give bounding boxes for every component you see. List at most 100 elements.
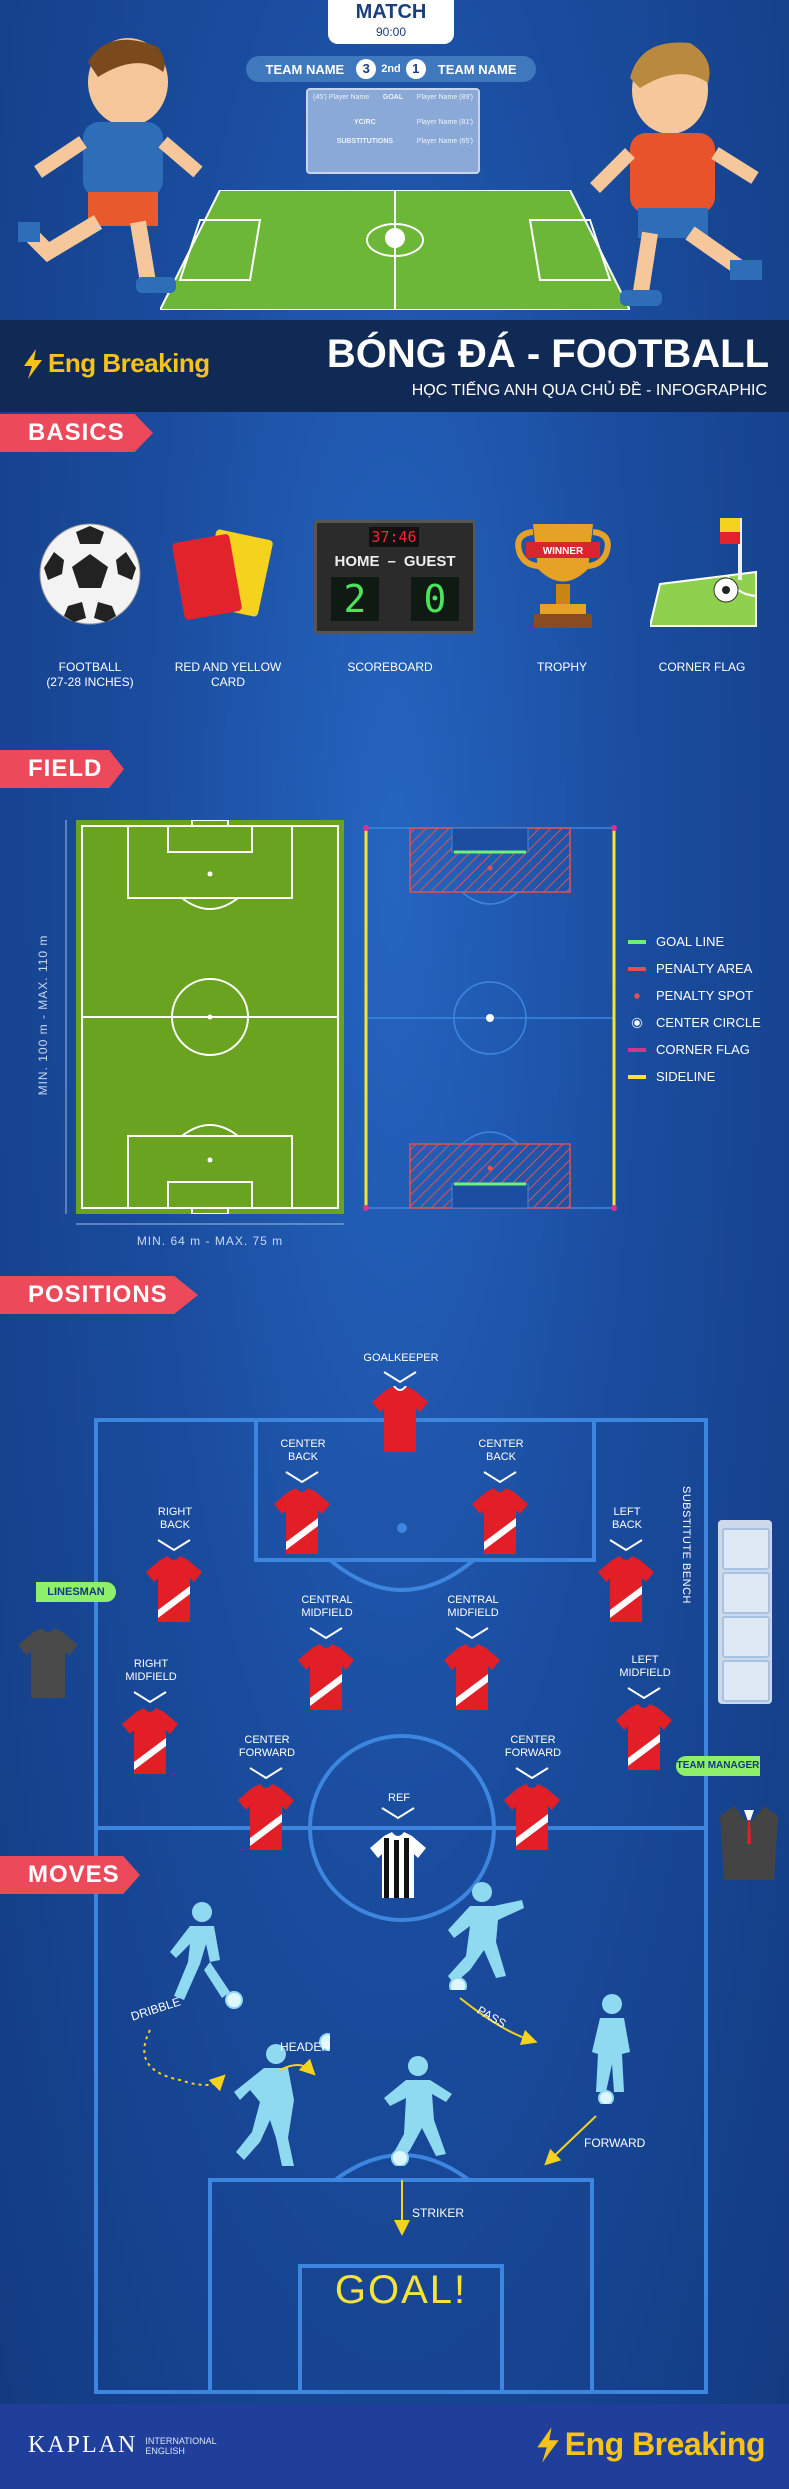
legend-swatch-center-circle [628,1016,646,1029]
kaplan-logo: KAPLAN INTERNATIONAL ENGLISH [28,2432,217,2458]
schematic-pitch-diagram [363,825,617,1211]
scoreboard-home: HOME [334,553,380,570]
bench-seat [722,1616,770,1658]
legend-swatch-goal-line [628,939,646,944]
header-area: MATCH 90:00 TEAM NAME 3 2nd 1 TEAM NAME … [0,0,789,320]
legend-swatch-corner-flag [628,1047,646,1052]
bench-seat [722,1660,770,1702]
ref-chevron [381,1807,415,1820]
footer: KAPLAN INTERNATIONAL ENGLISH Eng Breakin… [0,2404,789,2489]
center-back-left-shirt-icon [274,1488,330,1554]
bolt-icon [24,348,42,379]
positions-tag: POSITIONS [0,1276,198,1314]
team-manager-jacket-icon [720,1806,778,1880]
goalkeeper-chevron [383,1371,417,1384]
kaplan-sub: INTERNATIONAL ENGLISH [145,2435,217,2456]
event-board: (45') Player Name GOAL Player Name (89')… [306,88,480,174]
match-label: MATCH [355,1,427,23]
left-midfield-chevron [627,1687,661,1700]
right-back-chevron [157,1539,191,1552]
substitute-bench-label: SUBSTITUTE BENCH [680,1485,692,1604]
score-right: 1 [405,59,426,79]
legend-sideline: SIDELINE [628,1069,715,1084]
team-manager-badge: TEAM MANAGER [676,1756,760,1776]
basics-scoreboard-label: SCOREBOARD [347,660,433,674]
trophy-icon [515,524,611,628]
player-right-illustration [590,42,762,306]
legend-swatch-sideline [628,1074,646,1079]
header-label: HEADER [280,2040,331,2054]
goal-text: GOAL! [334,2268,468,2312]
legend-penalty-spot: PENALTY SPOT [628,988,753,1003]
ref-shirt-icon [370,1832,426,1898]
goalkeeper-shirt-icon [372,1386,428,1452]
board-row2-right: Player Name (81') [416,119,473,126]
center-forward-right-shirt-icon [504,1784,560,1850]
striker-player-silhouette [384,2056,452,2166]
central-midfield-right-shirt-icon [444,1644,500,1710]
score-left: 3 [356,59,377,79]
left-back-shirt-icon [598,1556,654,1622]
legend-goal-line: GOAL LINE [628,934,724,949]
legend-swatch-penalty-spot [628,992,646,999]
basics-card-label: RED AND YELLOW CARD [174,660,282,689]
board-row3-right: Player Name (65') [416,138,473,145]
green-pitch-diagram [76,820,344,1214]
center-forward-left-shirt-icon [238,1784,294,1850]
brand-banner: Eng Breaking BÓNG ĐÁ - FOOTBALL HỌC TIẾN… [0,320,789,412]
central-midfield-left-shirt-icon [298,1644,354,1710]
dribble-player-silhouette [170,1902,243,2009]
basics-cornerflag-label: CORNER FLAG [658,660,746,674]
center-back-right-chevron [483,1471,517,1484]
forward-label: FORWARD [584,2136,646,2150]
player-left-illustration [18,38,203,293]
center-back-left-chevron [285,1471,319,1484]
field-tag: FIELD [0,750,124,788]
right-midfield-shirt-icon [122,1708,178,1774]
scoreboard-clock: 37:46 [369,527,419,547]
left-midfield-shirt-icon [616,1704,672,1770]
bench-seat [722,1528,770,1570]
bench-seat [722,1572,770,1614]
page-title: BÓNG ĐÁ - FOOTBALL [326,332,769,376]
goalkeeper-label: GOALKEEPER [363,1352,439,1364]
header-pitch [160,190,630,310]
central-midfield-right-chevron [455,1627,489,1640]
linesman-shirt-icon [18,1628,78,1698]
striker-label: STRIKER [412,2206,465,2220]
scoreboard-home-score: 2 [331,577,379,621]
center-back-right-shirt-icon [472,1488,528,1554]
basics-trophy-label: TROPHY [536,660,587,674]
forward-player-silhouette [592,1994,630,2104]
center-forward-left-chevron [249,1767,283,1780]
red-yellow-card-icon [172,529,273,620]
score-bar: TEAM NAME 3 2nd 1 TEAM NAME [246,56,536,82]
scoreboard-dash: – [387,553,396,570]
team-right-name: TEAM NAME [437,61,517,77]
basics-tag: BASICS [0,414,153,452]
field-rulers [65,820,344,1225]
scoreboard-icon: 37:46 HOME – GUEST 2 0 [314,520,476,634]
period: 2nd [381,63,401,75]
match-badge: MATCH 90:00 [328,0,454,44]
page-subtitle: HỌC TIẾNG ANH QUA CHỦ ĐỀ - INFOGRAPHIC [411,382,767,399]
linesman-badge: LINESMAN [36,1582,116,1602]
engbreaking-logo: Eng Breaking [22,348,210,379]
field-length-label: MIN. 100 m - MAX. 110 m [36,934,50,1096]
right-midfield-chevron [133,1691,167,1704]
legend-penalty-area: PENALTY AREA [628,961,752,976]
board-row1-left: (45') Player Name [313,94,370,101]
central-midfield-left-chevron [309,1627,343,1640]
ref-label: REF [388,1792,410,1804]
football-icon [39,523,141,625]
left-back-chevron [609,1539,643,1552]
field-width-label: MIN. 64 m - MAX. 75 m [136,1234,284,1248]
bolt-icon [537,2426,559,2463]
board-row2-center: YC/RC [354,119,376,126]
